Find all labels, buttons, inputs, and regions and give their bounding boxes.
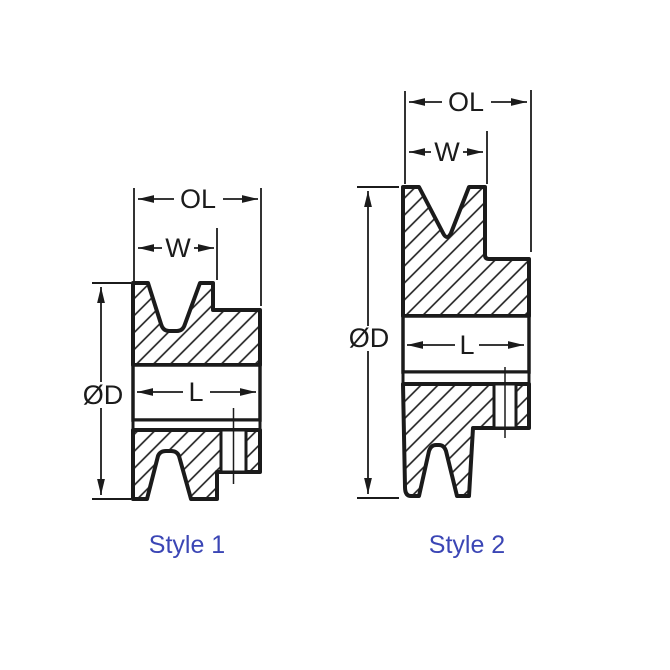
style1-caption: Style 1 xyxy=(149,531,225,559)
style2-w-label: W xyxy=(434,137,460,167)
figure-style-1: OL W ØD L Style 1 xyxy=(83,184,262,559)
style1-w-label: W xyxy=(165,233,191,263)
figure-style-2: OL W ØD L Style 2 xyxy=(349,87,532,559)
style2-l-label: L xyxy=(459,330,474,360)
style1-od-label: ØD xyxy=(83,380,124,410)
style2-ol-label: OL xyxy=(448,87,484,117)
style2-dim-hub-length: L xyxy=(407,330,524,360)
style1-upper-rim-section xyxy=(131,281,262,367)
style1-dim-outer-diameter: ØD xyxy=(83,282,131,500)
style2-dim-face-width: W xyxy=(409,131,488,184)
style1-dim-hub-length: L xyxy=(137,377,256,407)
style2-dim-outer-diameter: ØD xyxy=(349,186,399,499)
style1-dim-face-width: W xyxy=(138,228,218,280)
style1-l-label: L xyxy=(188,377,203,407)
style1-dim-overall-length: OL xyxy=(133,184,262,306)
style2-caption: Style 2 xyxy=(429,531,505,559)
style2-od-label: ØD xyxy=(349,323,390,353)
style2-upper-rim-section xyxy=(401,185,531,318)
style1-ol-label: OL xyxy=(180,184,216,214)
style2-dim-overall-length: OL xyxy=(404,87,532,252)
